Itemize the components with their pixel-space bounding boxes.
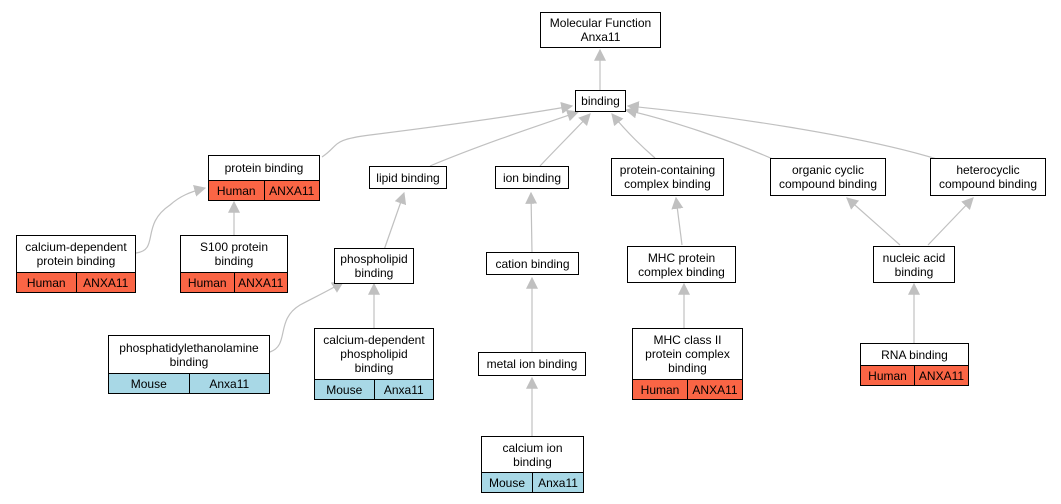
node-label: phospholipid binding <box>340 252 408 280</box>
node-phosphatidylethanolamine-binding[interactable]: phosphatidylethanolamine binding Mouse A… <box>108 335 270 394</box>
species-badge: Human <box>209 181 264 200</box>
edge-nucleic-heterocyclic <box>927 197 974 246</box>
species-badge: Human <box>633 380 687 399</box>
node-label: RNA binding <box>881 347 948 362</box>
node-heterocyclic-binding[interactable]: heterocyclic compound binding <box>930 158 1046 196</box>
node-label: binding <box>581 94 620 108</box>
gene-badge: ANXA11 <box>75 273 135 292</box>
edge-nucleic-organic-cyclic <box>846 197 901 246</box>
edge-protein-binding-binding <box>321 101 574 158</box>
node-label: S100 protein binding <box>199 240 269 268</box>
node-binding[interactable]: binding <box>575 90 626 112</box>
node-protein-binding[interactable]: protein binding Human ANXA11 <box>208 155 320 201</box>
edge-mhc-protein-complex <box>671 196 684 246</box>
node-label: cation binding <box>495 256 570 271</box>
gene-badge: Anxa11 <box>188 374 269 393</box>
gene-badge: ANXA11 <box>914 366 968 385</box>
edge-phospholipid-lipid-binding <box>383 191 407 251</box>
node-calcium-dependent-protein-binding[interactable]: calcium-dependent protein binding Human … <box>16 235 136 293</box>
node-lipid-binding[interactable]: lipid binding <box>369 166 447 189</box>
node-label: calcium ion binding <box>502 440 563 469</box>
node-label: protein binding <box>224 161 304 175</box>
species-badge: Human <box>861 366 914 385</box>
annotation-row: Human ANXA11 <box>181 272 287 292</box>
annotation-row: Mouse Anxa11 <box>109 373 269 393</box>
node-mhc-class-ii-binding[interactable]: MHC class II protein complex binding Hum… <box>632 328 743 400</box>
gene-badge: Anxa11 <box>373 380 433 399</box>
node-ion-binding[interactable]: ion binding <box>495 166 569 189</box>
species-badge: Mouse <box>315 380 374 399</box>
edge-organic-cyclic-binding <box>624 106 776 161</box>
annotation-row: Human ANXA11 <box>861 365 968 385</box>
node-metal-ion-binding[interactable]: metal ion binding <box>478 352 586 376</box>
edge-ion-binding-binding <box>539 113 591 167</box>
node-organic-cyclic-binding[interactable]: organic cyclic compound binding <box>770 158 886 196</box>
annotation-row: Human ANXA11 <box>17 272 135 292</box>
node-label: MHC class II protein complex binding <box>645 333 730 375</box>
node-phospholipid-binding[interactable]: phospholipid binding <box>334 248 414 284</box>
annotation-row: Human ANXA11 <box>633 379 742 399</box>
edge-pe-phospholipid <box>269 281 345 353</box>
node-label: organic cyclic compound binding <box>778 163 878 191</box>
edge-lipid-binding-binding <box>429 109 580 167</box>
edge-cation-ion-binding <box>525 191 538 254</box>
node-label: MHC protein complex binding <box>638 250 725 279</box>
node-molecular-function[interactable]: Molecular Function Anxa11 <box>540 12 661 48</box>
node-label: nucleic acid binding <box>882 250 946 279</box>
node-nucleic-acid-binding[interactable]: nucleic acid binding <box>873 246 955 283</box>
node-label: lipid binding <box>376 170 440 185</box>
edge-ca-dep-protein-protein-binding <box>135 184 207 254</box>
species-badge: Mouse <box>482 473 532 492</box>
gene-badge: ANXA11 <box>233 273 287 292</box>
annotation-row: Mouse Anxa11 <box>482 472 583 492</box>
edge-protein-complex-binding <box>611 113 656 159</box>
species-badge: Human <box>17 273 76 292</box>
node-s100-protein-binding[interactable]: S100 protein binding Human ANXA11 <box>180 235 288 293</box>
node-label: protein-containing complex binding <box>619 163 716 191</box>
species-badge: Human <box>181 273 234 292</box>
gene-badge: ANXA11 <box>687 380 742 399</box>
node-label: Molecular Function Anxa11 <box>549 16 652 44</box>
node-mhc-protein-complex-binding[interactable]: MHC protein complex binding <box>627 246 736 283</box>
node-calcium-ion-binding[interactable]: calcium ion binding Mouse Anxa11 <box>481 436 584 493</box>
annotation-row: Mouse Anxa11 <box>315 379 433 399</box>
node-label: calcium-dependent protein binding <box>25 240 127 268</box>
node-calcium-dependent-phospholipid-binding[interactable]: calcium-dependent phospholipid binding M… <box>314 328 434 400</box>
node-label: metal ion binding <box>486 357 578 371</box>
gene-badge: Anxa11 <box>532 473 583 492</box>
node-label: phosphatidylethanolamine binding <box>119 340 259 369</box>
annotation-row: Human ANXA11 <box>209 180 319 200</box>
node-rna-binding[interactable]: RNA binding Human ANXA11 <box>860 343 969 386</box>
gene-badge: ANXA11 <box>263 181 319 200</box>
node-label: heterocyclic compound binding <box>938 163 1038 191</box>
species-badge: Mouse <box>109 374 189 393</box>
edge-heterocyclic-binding <box>626 101 941 161</box>
node-label: ion binding <box>502 170 562 185</box>
node-protein-complex-binding[interactable]: protein-containing complex binding <box>611 158 724 196</box>
node-cation-binding[interactable]: cation binding <box>486 252 579 275</box>
node-label: calcium-dependent phospholipid binding <box>323 333 425 375</box>
